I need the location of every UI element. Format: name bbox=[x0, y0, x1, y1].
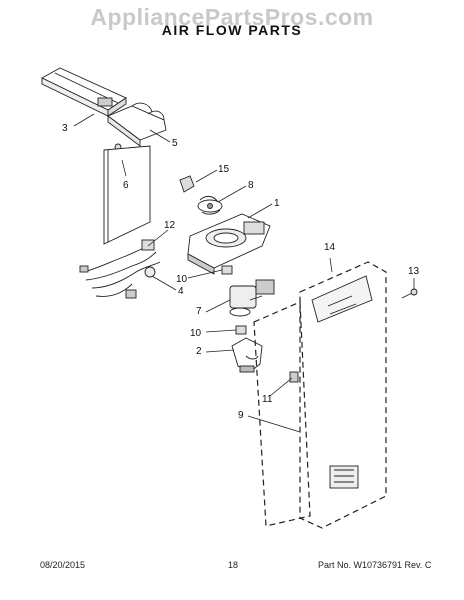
callout-5: 5 bbox=[172, 138, 178, 149]
callout-7: 7 bbox=[196, 306, 202, 317]
callout-6: 6 bbox=[123, 180, 129, 191]
leader-lines bbox=[73, 113, 415, 433]
callout-10-upper: 10 bbox=[176, 274, 188, 285]
callout-12: 12 bbox=[164, 220, 176, 231]
callout-10-lower: 10 bbox=[190, 328, 202, 339]
footer-page-number: 18 bbox=[228, 560, 239, 570]
watermark: AppliancePartsPros.com bbox=[90, 4, 374, 30]
part-9-rear-panel bbox=[253, 261, 387, 529]
callout-labels: 3 5 6 15 8 1 12 4 10 7 10 2 11 9 14 13 bbox=[62, 123, 420, 421]
part-3-air-duct-tray bbox=[41, 67, 127, 117]
part-10-grommet-upper bbox=[221, 265, 233, 275]
part-8-fan-blade bbox=[197, 195, 223, 215]
callout-15: 15 bbox=[218, 164, 230, 175]
part-15-clip bbox=[179, 175, 195, 193]
part-12-wire-harness bbox=[79, 239, 161, 299]
part-1-damper-assembly bbox=[187, 213, 271, 275]
callout-2: 2 bbox=[196, 346, 202, 357]
part-13-screw bbox=[401, 288, 418, 299]
cover-panel bbox=[103, 145, 151, 245]
part-5-air-tower-cover bbox=[107, 102, 167, 147]
callout-11: 11 bbox=[262, 394, 273, 405]
callout-14: 14 bbox=[324, 242, 336, 253]
callout-13: 13 bbox=[408, 266, 420, 277]
footer-part-number: Part No. W10736791 Rev. C bbox=[318, 560, 432, 570]
part-2-bracket bbox=[231, 337, 263, 373]
callout-3: 3 bbox=[62, 123, 68, 134]
part-10-grommet-lower bbox=[235, 325, 247, 335]
footer-date: 08/20/2015 bbox=[40, 560, 86, 570]
callout-4: 4 bbox=[178, 286, 184, 297]
page-title: AIR FLOW PARTS bbox=[161, 22, 303, 38]
callout-1: 1 bbox=[274, 198, 280, 209]
callout-8: 8 bbox=[248, 180, 254, 191]
callout-9: 9 bbox=[238, 410, 244, 421]
part-7-damper-motor bbox=[229, 279, 275, 317]
